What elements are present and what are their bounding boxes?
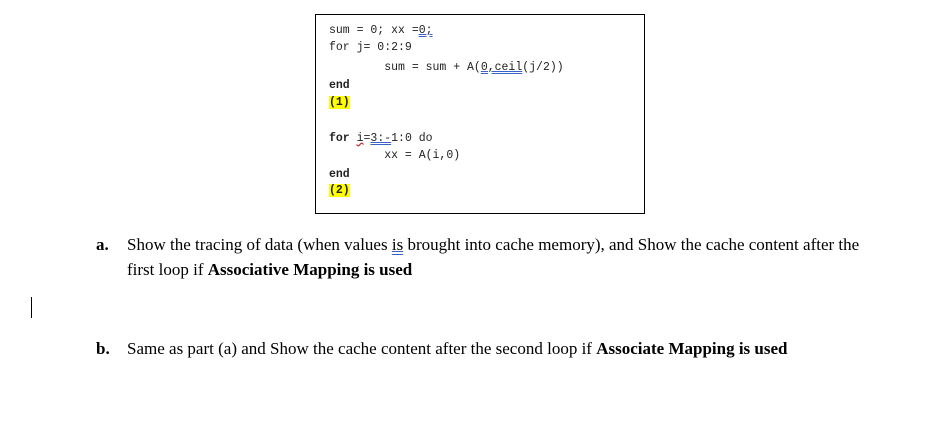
code-text: sum = 0; xx = [329, 24, 419, 37]
code-line-7: end [329, 168, 350, 182]
text-run-underlined: is [391, 235, 404, 254]
code-text-underlined: 0; [418, 24, 433, 37]
code-text: 1:0 do [391, 132, 433, 145]
question-text: Show the tracing of data (when values is… [127, 232, 887, 282]
code-text-misspelled: i [356, 132, 364, 145]
code-box: sum = 0; xx =0; for j= 0:2:9 sum = sum +… [315, 14, 645, 214]
marker-2: (2) [329, 184, 350, 198]
highlighted-marker: (1) [329, 96, 350, 109]
code-line-1: sum = 0; xx =0; [329, 24, 433, 38]
code-text-underlined: 3:- [370, 132, 392, 145]
code-text: (j/2)) [522, 61, 564, 74]
code-text: end [329, 168, 350, 181]
text-run-bold: Associate Mapping is used [596, 339, 788, 358]
code-line-5: for i=3:-1:0 do [329, 132, 433, 146]
code-text: xx = A(i,0) [329, 149, 461, 162]
code-line-4: end [329, 79, 350, 93]
code-line-3: sum = sum + A(0,ceil(j/2)) [329, 61, 564, 75]
text-run: Show the tracing of data (when values [127, 235, 392, 254]
question-label: b. [96, 339, 110, 358]
highlighted-marker: (2) [329, 184, 350, 197]
text-run: Same as part (a) and Show the cache cont… [127, 339, 597, 358]
code-text: for j= 0:2:9 [329, 41, 412, 54]
code-text-underlined: 0,ceil [480, 61, 523, 74]
text-cursor [31, 297, 32, 318]
question-text: Same as part (a) and Show the cache cont… [127, 336, 887, 361]
code-line-2: for j= 0:2:9 [329, 41, 412, 55]
text-run: brought into cache memory), and Show the… [127, 235, 860, 279]
question-label: a. [96, 235, 109, 254]
code-text: = [363, 132, 371, 145]
code-text: for [329, 132, 357, 145]
code-line-6: xx = A(i,0) [329, 149, 460, 163]
code-text: sum = sum + A( [329, 61, 481, 74]
text-run-bold: Associative Mapping is used [207, 260, 413, 279]
code-text: end [329, 79, 350, 92]
marker-1: (1) [329, 96, 350, 110]
